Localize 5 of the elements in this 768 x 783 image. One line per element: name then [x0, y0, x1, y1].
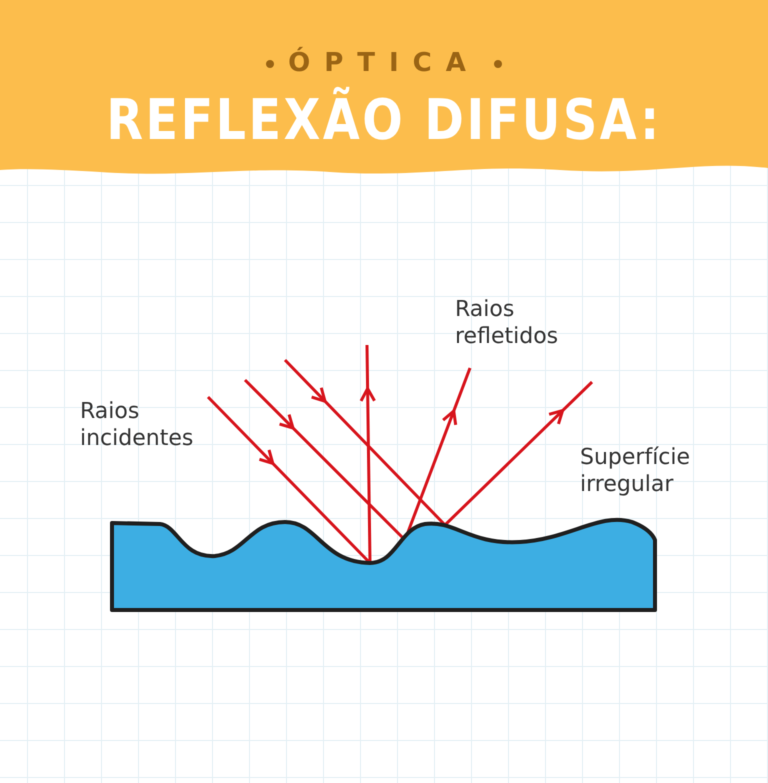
title: REFLEXÃO DIFUSA:	[105, 88, 663, 153]
text-label: Raios incidentes	[80, 398, 194, 452]
text-label: Superfície irregular	[580, 444, 692, 498]
text-label: Raios refletidos	[455, 296, 560, 350]
topic-label: ÓPTICA	[288, 48, 480, 78]
